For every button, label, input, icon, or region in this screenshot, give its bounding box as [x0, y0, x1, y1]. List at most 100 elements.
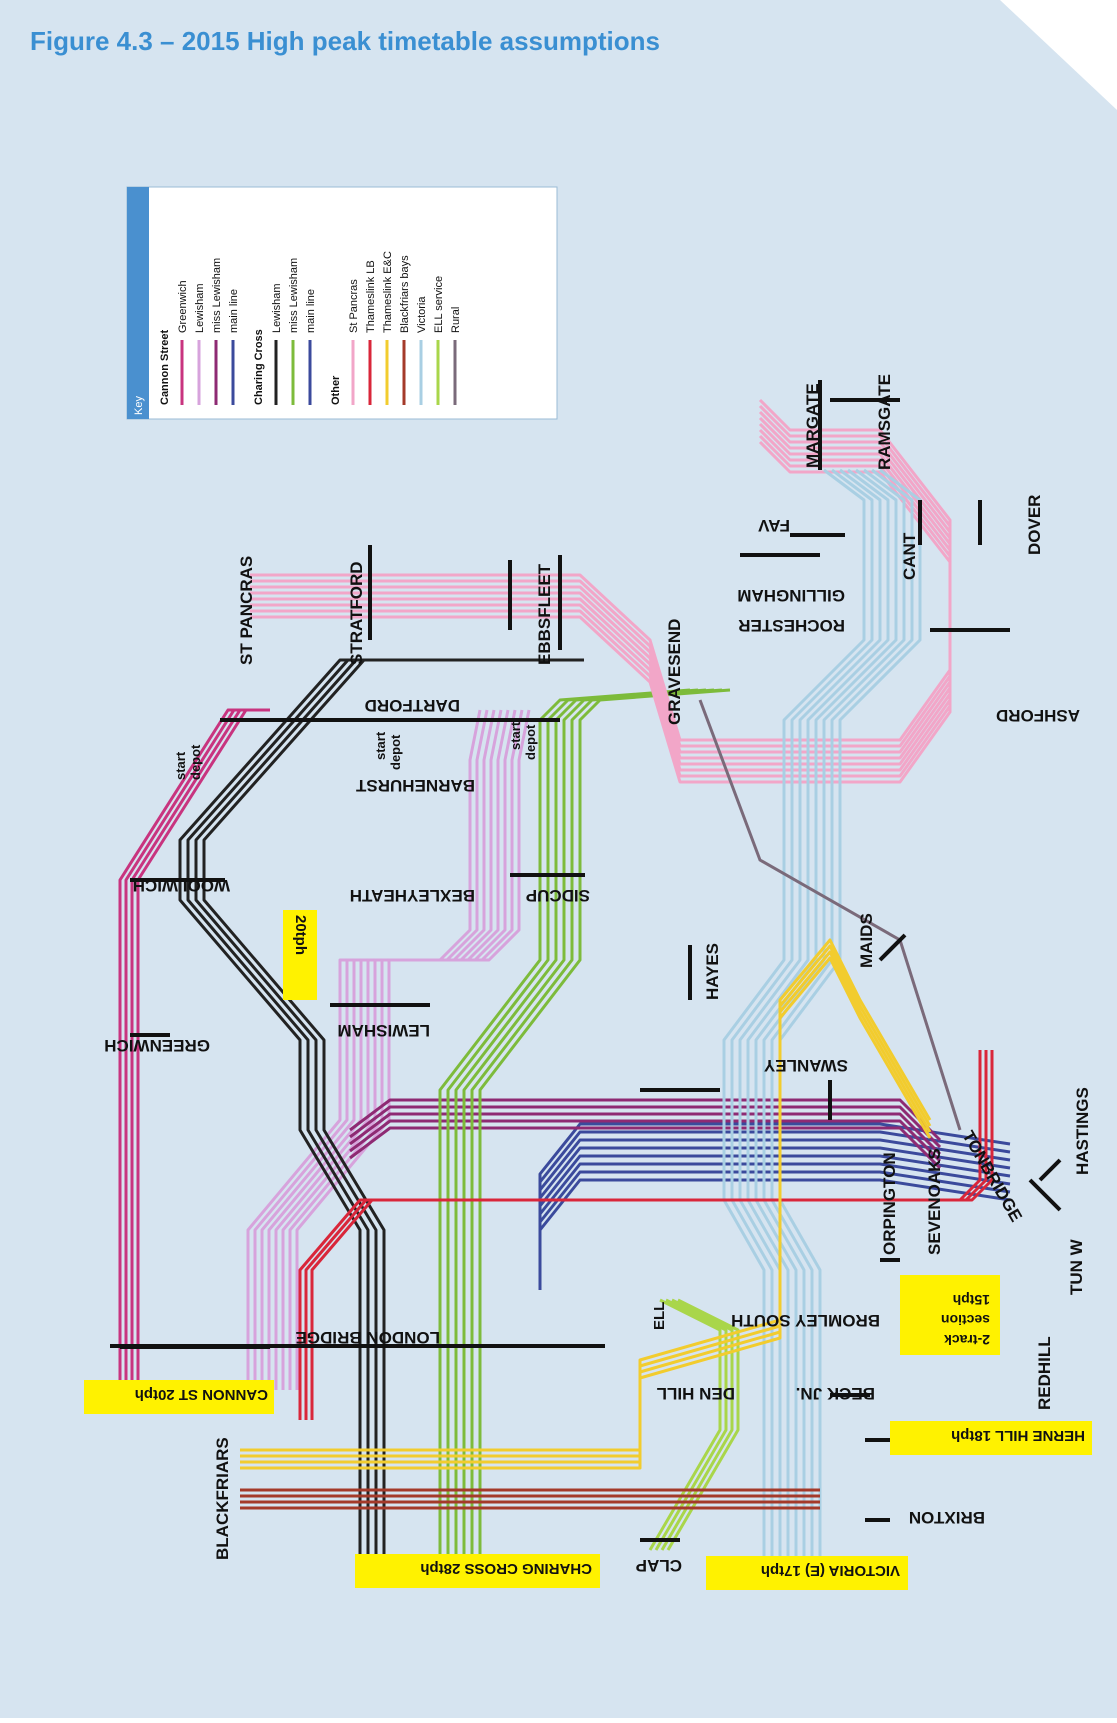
key-item-label: Rural	[450, 307, 462, 333]
miss-lewisham-route-line	[349, 1126, 942, 1170]
key-legend: Key Cannon Street Greenwich Lewisham miss Le…	[126, 186, 558, 420]
station-label-bexleyheath: BEXLEYHEATH	[350, 886, 475, 905]
miss-lewisham-route-line	[349, 1119, 942, 1163]
callout-boxes	[84, 910, 1092, 1590]
station-ticks	[110, 380, 1062, 1542]
greenwich-route-line	[136, 708, 270, 1390]
key-item-label: Lewisham	[271, 283, 283, 333]
station-label-tun-w: TUN W	[1067, 1238, 1086, 1295]
key-item-label: ELL service	[433, 276, 445, 333]
key-header-bar	[127, 187, 149, 419]
key-item-label: Lewisham	[194, 283, 206, 333]
st-pancras-route-line	[250, 434, 952, 778]
thameslink-lb-route-line	[310, 1050, 994, 1420]
station-tick	[1038, 1158, 1062, 1182]
key-item-label: Thameslink E&C	[382, 251, 394, 333]
victoria-route-line	[754, 468, 898, 1570]
station-label-gillingham: GILLINGHAM	[737, 586, 845, 605]
victoria-callout-box	[706, 1556, 908, 1590]
station-label-margate: MARGATE	[803, 383, 822, 468]
charing-lewisham-route-line	[194, 658, 576, 1570]
st-pancras-route-line	[250, 404, 952, 748]
miss-lewisham-route-line	[349, 1112, 942, 1156]
station-label-sidcup: SIDCUP	[526, 886, 590, 905]
key-item-label: miss Lewisham	[288, 258, 300, 333]
station-label-dover: DOVER	[1025, 495, 1044, 555]
key-item-label: Blackfriars bays	[399, 255, 411, 333]
depot-label-depot-1: depot	[188, 744, 203, 780]
station-label-ashford: ASHFORD	[996, 706, 1080, 725]
station-labels: ST PANCRAS STRATFORD EBBSFLEET GRAVESEND MAR…	[104, 374, 1092, 1579]
station-label-hastings: HASTINGS	[1073, 1087, 1092, 1175]
station-label-ramsgate: RAMSGATE	[875, 374, 894, 470]
callout-two-track-line2: section	[941, 1312, 990, 1328]
key-item-label: miss Lewisham	[211, 258, 223, 333]
station-label-gravesend: GRAVESEND	[665, 619, 684, 725]
key-panel	[126, 186, 558, 420]
key-item-label: Victoria	[416, 296, 428, 333]
depot-label-start-1: start	[173, 751, 188, 780]
charing-cross-callout-box	[355, 1554, 600, 1588]
station-label-barnehurst: BARNEHURST	[355, 776, 475, 795]
station-label-greenwich: GREENWICH	[104, 1036, 210, 1055]
route-lines	[118, 398, 1011, 1570]
station-label-den-hill: DEN HILL	[657, 1384, 735, 1403]
st-pancras-route-line	[250, 428, 952, 772]
station-label-stratford: STRATFORD	[347, 561, 366, 665]
station-label-maids: MAIDS	[857, 913, 876, 968]
victoria-route-line	[746, 468, 890, 1570]
station-tick	[878, 933, 907, 962]
station-label-ebbsfleet: EBBSFLEET	[535, 563, 554, 665]
station-label-beck-jn: BECK JN.	[796, 1384, 875, 1403]
callout-charing-cross: CHARING CROSS 28tph	[420, 1560, 592, 1577]
station-label-woolwich: WOOLWICH	[133, 876, 230, 895]
key-group-title: Other	[330, 375, 342, 405]
station-label-clap: CLAP	[636, 1556, 682, 1575]
key-item-label: St Pancras	[348, 279, 360, 333]
callout-two-track-line1: 2-track	[944, 1332, 990, 1348]
callout-cannon-st: CANNON ST 20tph	[135, 1386, 268, 1403]
thameslink-ec-route-line	[240, 956, 932, 1470]
victoria-route-line	[730, 468, 874, 1570]
victoria-route-line	[738, 468, 882, 1570]
station-label-dartford: DARTFORD	[365, 696, 460, 715]
key-group-title: Charing Cross	[253, 329, 265, 405]
depot-label-depot-3: depot	[523, 724, 538, 760]
callout-lewisham-20tph: 20tph	[292, 915, 309, 955]
callout-herne-hill: HERNE HILL 18tph	[951, 1427, 1085, 1444]
station-label-redhill: REDHILL	[1035, 1336, 1054, 1410]
station-label-hayes: HAYES	[703, 943, 722, 1000]
charing-lewisham-route-line	[202, 658, 584, 1570]
charing-miss-lewisham-route-line	[478, 688, 731, 1570]
victoria-route-line	[722, 468, 866, 1570]
key-item-label: Greenwich	[177, 280, 189, 333]
st-pancras-route-line	[250, 410, 952, 754]
st-pancras-route-line	[250, 422, 952, 766]
station-label-cant: CANT	[900, 532, 919, 580]
station-label-st-pancras: ST PANCRAS	[237, 556, 256, 665]
station-label-brixton: BRIXTON	[909, 1508, 985, 1527]
station-label-swanley: SWANLEY	[763, 1056, 848, 1075]
two-track-callout-box	[900, 1275, 1000, 1355]
station-label-ell: ELL	[651, 1302, 668, 1330]
key-group-title: Cannon Street	[159, 329, 171, 405]
cannon-lewisham-route-line	[295, 709, 531, 1390]
station-label-lewisham: LEWISHAM	[337, 1021, 430, 1040]
cannon-st-callout-box	[84, 1380, 274, 1414]
station-tick	[1028, 1178, 1062, 1212]
charing-lewisham-route-line	[186, 658, 568, 1570]
station-label-fav: FAV	[758, 516, 790, 535]
st-pancras-route-line	[250, 416, 952, 760]
callout-victoria: VICTORIA (E) 17tph	[761, 1562, 900, 1579]
depot-label-depot-2: depot	[388, 734, 403, 770]
herne-hill-callout-box	[890, 1421, 1092, 1455]
key-item-label: Thameslink LB	[365, 260, 377, 333]
depot-label-start-2: start	[373, 731, 388, 760]
key-item-label: main line	[228, 289, 240, 333]
station-label-sevenoaks: SEVENOAKS	[925, 1148, 944, 1255]
callout-two-track-line3: 15tph	[953, 1292, 990, 1308]
key-heading: Key	[133, 396, 145, 415]
station-label-bromley-south: BROMLEY SOUTH	[731, 1311, 880, 1330]
